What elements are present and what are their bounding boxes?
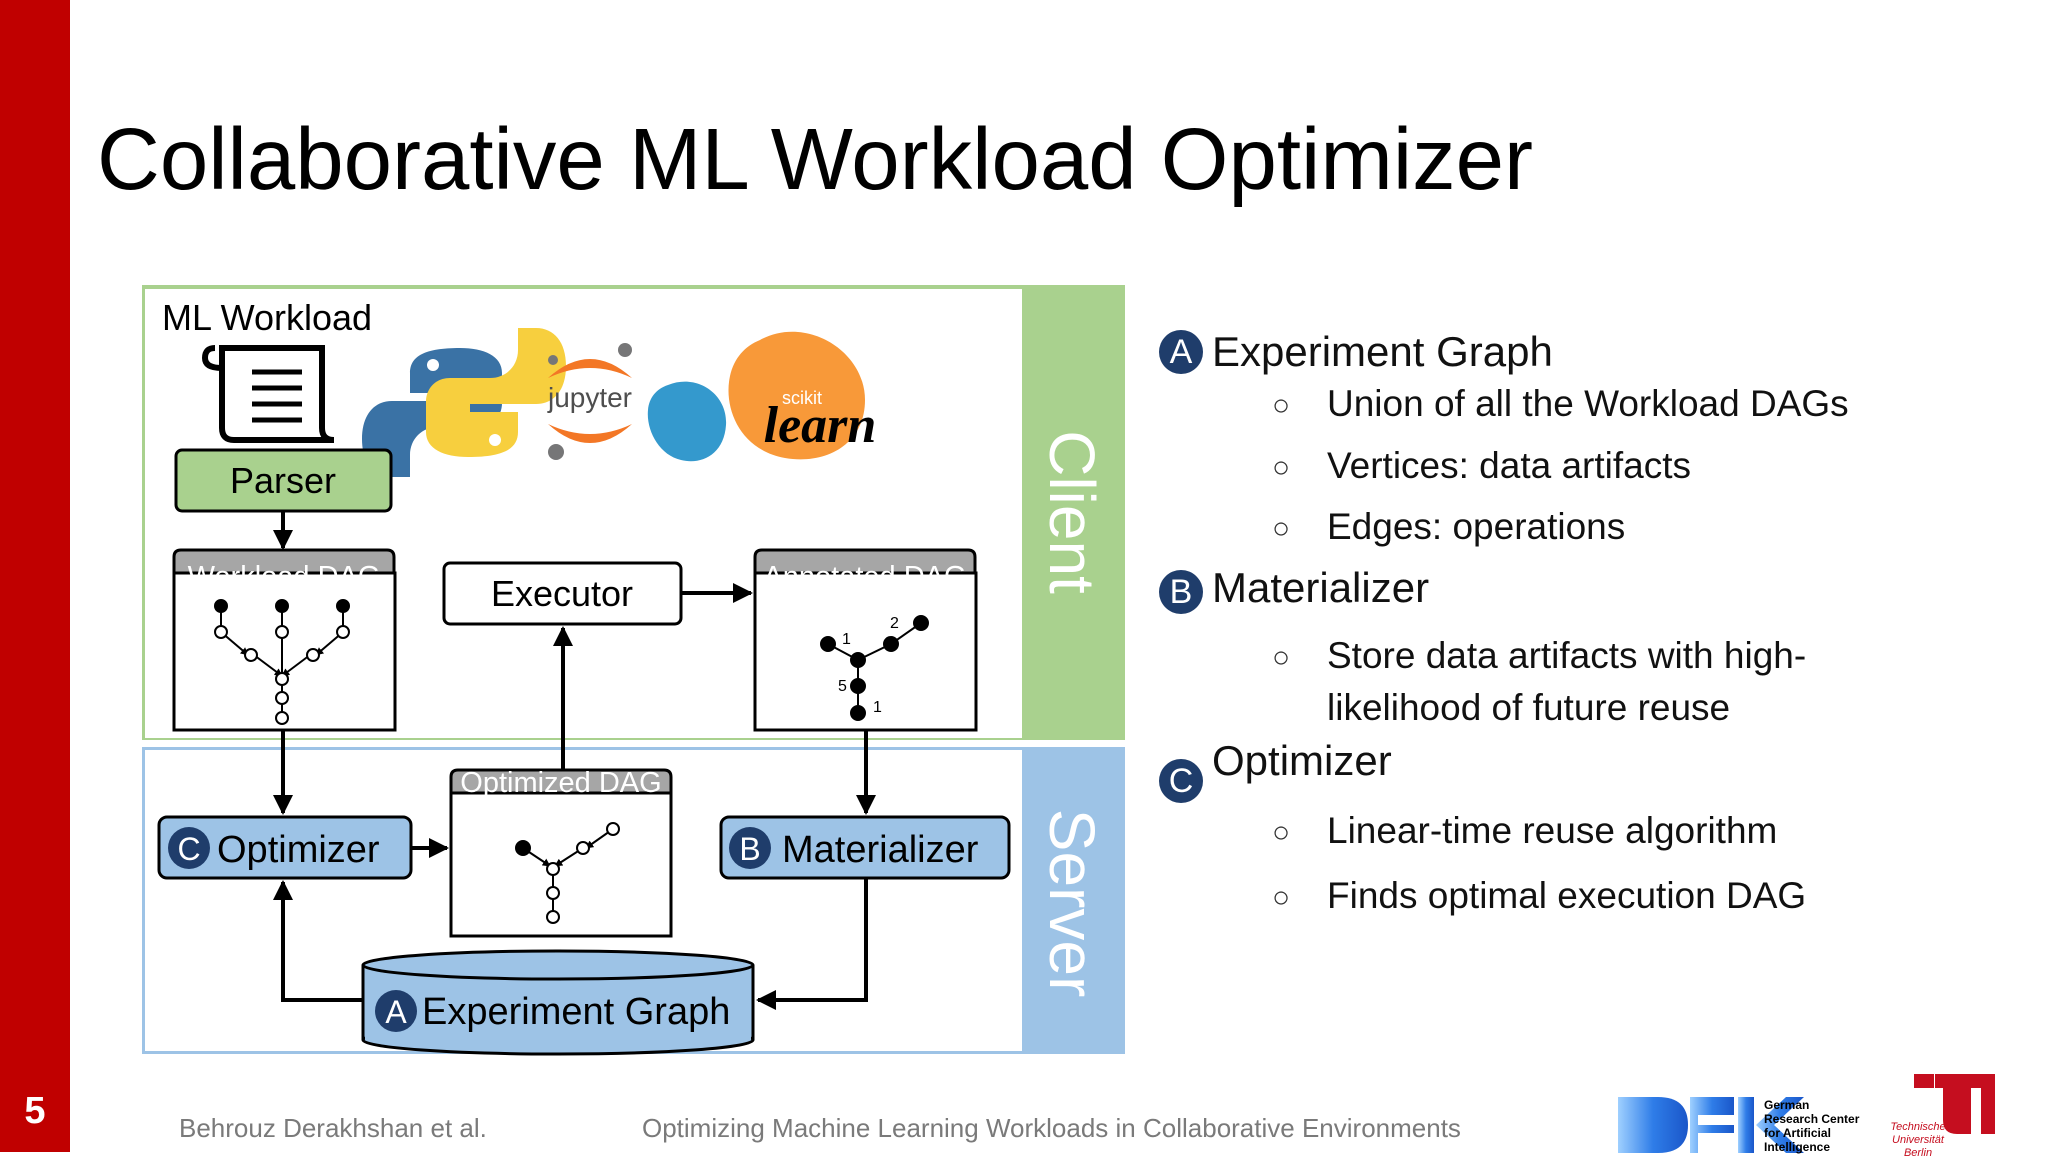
- annotated-num-1: 1: [842, 631, 851, 648]
- dfki-line-2: Research Center: [1764, 1112, 1860, 1126]
- bullet-c-badge: C: [1159, 759, 1203, 803]
- svg-text:C: C: [177, 831, 200, 867]
- bullet-marker: ○: [1272, 512, 1291, 545]
- slide-title: Collaborative ML Workload Optimizer: [97, 111, 1534, 208]
- tu-berlin-logo: berlin Technische Universität Berlin: [1890, 1074, 2010, 1158]
- bullet-marker: ○: [1272, 451, 1291, 484]
- bullet-b-item-1: Store data artifacts with high-: [1327, 635, 1807, 676]
- ml-workload-label: ML Workload: [162, 297, 372, 338]
- dfki-line-1: German: [1764, 1098, 1809, 1112]
- bullet-a-item-1: Union of all the Workload DAGs: [1327, 383, 1849, 424]
- annotated-num-2: 2: [890, 615, 899, 632]
- red-side-bar: [0, 0, 70, 1152]
- footer-paper-title: Optimizing Machine Learning Workloads in…: [642, 1113, 1461, 1143]
- workload-dag-graph: [214, 599, 350, 725]
- slide-number: 5: [24, 1090, 46, 1132]
- workload-dag-box: [172, 548, 396, 575]
- optimized-dag-label: Optimized DAG: [460, 767, 661, 799]
- experiment-graph-cylinder: [361, 949, 755, 1056]
- annotated-num-5: 5: [838, 678, 847, 695]
- bullet-a-badge: A: [1159, 330, 1203, 374]
- optimized-dag-box: [449, 768, 673, 795]
- diagram-arrows: [273, 511, 876, 1010]
- learn-text: learn: [764, 397, 877, 454]
- bullet-c-heading: Optimizer: [1212, 737, 1392, 784]
- bullet-a-item-3: Edges: operations: [1327, 506, 1626, 547]
- svg-text:B: B: [739, 831, 760, 867]
- bullet-a-heading: Experiment Graph: [1212, 328, 1553, 375]
- footer-author: Behrouz Derakhshan et al.: [179, 1113, 487, 1143]
- bullet-c-item-2: Finds optimal execution DAG: [1327, 875, 1807, 916]
- materializer-badge: [729, 827, 771, 869]
- annotated-dag-graph: [820, 615, 929, 721]
- annotated-dag-label: Annotated DAG: [763, 561, 966, 593]
- executor-label: Executor: [491, 573, 633, 614]
- tu-line-1: Technische: [1890, 1121, 1945, 1133]
- parser-label: Parser: [230, 460, 336, 501]
- bullet-a-item-2: Vertices: data artifacts: [1327, 445, 1692, 486]
- optimizer-label: Optimizer: [217, 829, 380, 871]
- dfki-logo: German Research Center for Artificial In…: [1618, 1097, 1860, 1154]
- annotated-num-1b: 1: [873, 699, 882, 716]
- bullet-b-item-2: likelihood of future reuse: [1327, 687, 1731, 728]
- dfki-line-4: Intelligence: [1764, 1140, 1830, 1154]
- bullet-marker: ○: [1272, 881, 1291, 914]
- bullet-c-item-1: Linear-time reuse algorithm: [1327, 810, 1778, 851]
- bullet-marker: ○: [1272, 641, 1291, 674]
- optimizer-badge: [168, 827, 210, 869]
- experiment-graph-label: Experiment Graph: [422, 991, 730, 1033]
- server-label: Server: [1036, 809, 1108, 998]
- scikit-learn-logo-icon: scikit learn: [647, 331, 877, 462]
- workload-dag-label: Workload DAG: [188, 561, 381, 593]
- experiment-graph-badge: [375, 990, 417, 1032]
- python-logo-icon: [362, 328, 566, 477]
- annotated-dag-box: [753, 548, 977, 575]
- bullet-b-badge: B: [1159, 570, 1203, 614]
- bullet-marker: ○: [1272, 389, 1291, 422]
- tu-line-2: Universität: [1892, 1134, 1945, 1146]
- svg-text:A: A: [385, 994, 407, 1030]
- dfki-line-3: for Artificial: [1764, 1126, 1831, 1140]
- materializer-label: Materializer: [782, 829, 979, 871]
- tu-side-text: berlin: [1999, 1081, 2010, 1108]
- scikit-text: scikit: [782, 388, 822, 408]
- optimized-dag-graph: [515, 822, 620, 924]
- tu-line-3: Berlin: [1904, 1147, 1932, 1158]
- bullet-marker: ○: [1272, 816, 1291, 849]
- bullet-b-heading: Materializer: [1212, 564, 1430, 611]
- jupyter-logo-icon: jupyter: [547, 343, 632, 460]
- script-scroll-icon: [201, 345, 335, 443]
- jupyter-text: jupyter: [547, 382, 632, 413]
- client-label: Client: [1036, 430, 1108, 594]
